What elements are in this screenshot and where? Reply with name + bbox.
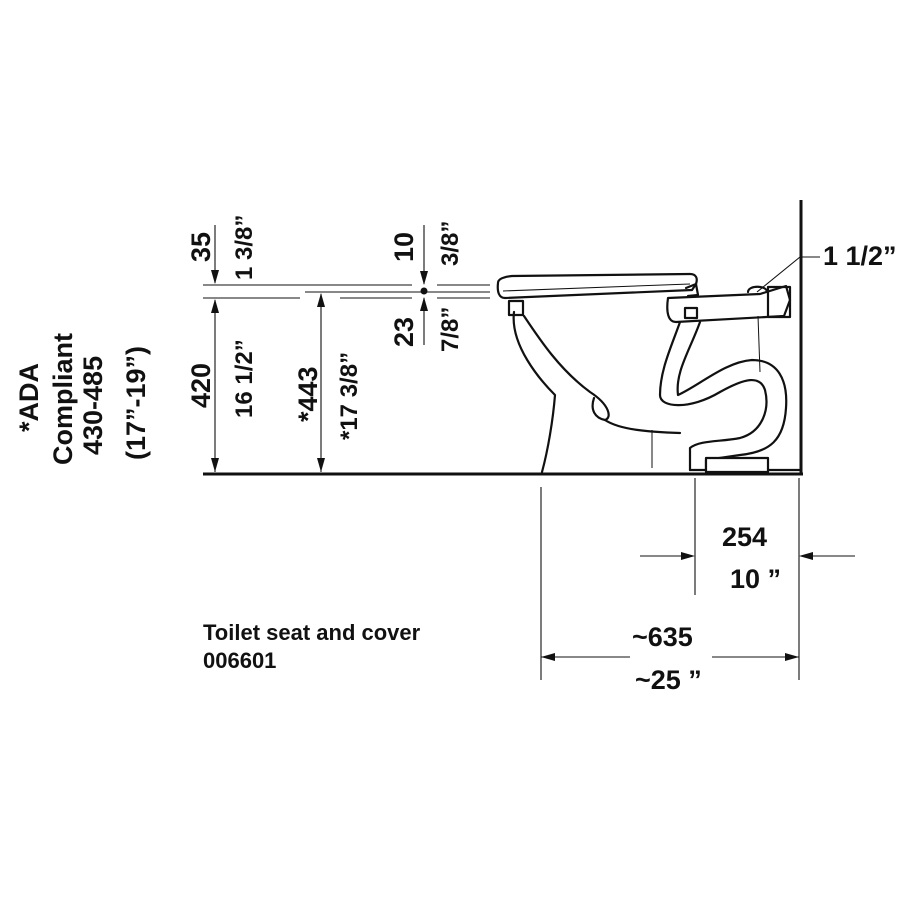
ada-height-mm-group: *443 xyxy=(293,366,323,422)
rim-mm-group: 23 xyxy=(389,317,419,347)
roughin-mm-label: 254 xyxy=(722,522,767,552)
ada-line-3: 430-485 xyxy=(78,356,108,455)
roughin-dimension xyxy=(640,478,855,680)
ada-height-in-group: *17 3/8” xyxy=(336,352,363,440)
seat-note-line-2: 006601 xyxy=(203,648,276,673)
ada-line-4-group: (17”-19”) xyxy=(121,346,151,460)
seat-height-in: 16 1/2” xyxy=(231,339,258,418)
supply-size-label: 1 1/2” xyxy=(823,241,897,271)
rim-top-in: 1 3/8” xyxy=(231,215,258,280)
rim-top-mm: 35 xyxy=(186,232,216,262)
supply-leader xyxy=(756,256,820,293)
rim-in-group: 7/8” xyxy=(437,307,464,352)
ada-line-1: *ADA xyxy=(14,363,44,432)
depth-mm-label: ~635 xyxy=(632,622,693,652)
seat-reference-lines xyxy=(203,284,490,299)
ada-height-dimension xyxy=(317,293,325,472)
seat-thick-in-group: 3/8” xyxy=(437,221,464,266)
seat-height-dimension xyxy=(211,225,219,472)
depth-dimension xyxy=(540,487,799,680)
ada-line-4: (17”-19”) xyxy=(121,346,151,460)
rim-top-mm-group: 35 xyxy=(186,232,216,262)
ada-height-mm: *443 xyxy=(293,366,323,422)
ada-line-2: Compliant xyxy=(48,333,78,465)
seat-thick-in: 3/8” xyxy=(437,221,464,266)
seat-height-mm: 420 xyxy=(186,363,216,408)
rim-mm: 23 xyxy=(389,317,419,347)
depth-in-label: ~25 ” xyxy=(635,665,702,695)
ada-compliance-note: *ADA xyxy=(14,363,44,432)
roughin-in-label: 10 ” xyxy=(730,564,781,594)
seat-thick-mm: 10 xyxy=(389,232,419,262)
seat-thick-mm-group: 10 xyxy=(389,232,419,262)
seat-thickness-dimension xyxy=(420,225,428,345)
rim-top-in-group: 1 3/8” xyxy=(231,215,258,280)
seat-height-mm-group: 420 xyxy=(186,363,216,408)
ada-line-3-group: 430-485 xyxy=(78,356,108,455)
seat-note-line-1: Toilet seat and cover xyxy=(203,620,421,645)
ada-height-in: *17 3/8” xyxy=(336,352,363,440)
ada-line-2-group: Compliant xyxy=(48,333,78,465)
rim-in: 7/8” xyxy=(437,307,464,352)
seat-height-in-group: 16 1/2” xyxy=(231,339,258,418)
toilet-outline xyxy=(496,272,802,474)
